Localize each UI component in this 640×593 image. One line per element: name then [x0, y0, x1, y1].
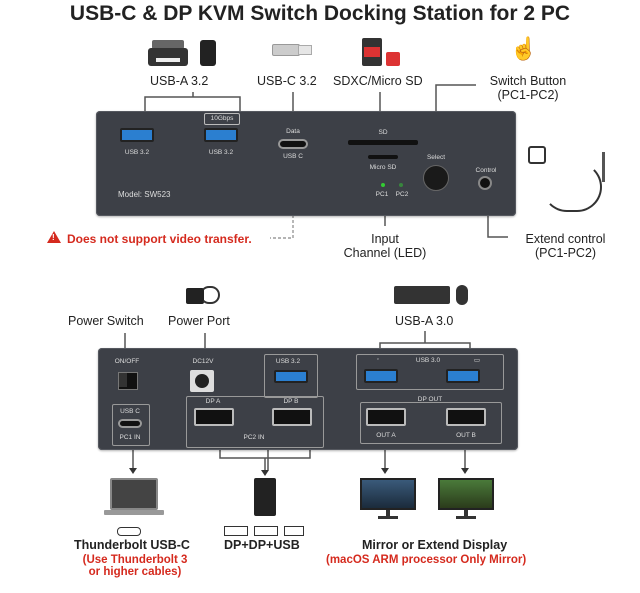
micro-sd-slot[interactable]	[368, 155, 398, 159]
select-label: Select	[426, 154, 446, 161]
warning-icon	[47, 231, 61, 243]
printer-icon	[148, 40, 188, 68]
monitor-right-icon	[438, 478, 494, 520]
label-input-channel: Input Channel (LED)	[343, 232, 427, 260]
usb-stick-icon	[272, 42, 312, 56]
front-usb32-label-1: USB 3.2	[124, 149, 150, 156]
front-usb-c-port[interactable]	[278, 139, 308, 149]
front-panel: 10Gbps USB 3.2 USB 3.2 Data USB C SD Mic…	[96, 111, 516, 216]
pc1-in-box	[112, 404, 150, 446]
dp-out-a-port[interactable]	[366, 408, 406, 426]
label-extend-control: Extend control (PC1-PC2)	[525, 232, 606, 260]
control-label: Control	[475, 167, 497, 174]
pc2-in-box	[186, 396, 324, 448]
micro-sd-icon	[386, 52, 400, 66]
sd-card-icon	[362, 38, 382, 66]
select-button[interactable]	[423, 165, 449, 191]
power-adapter-icon	[186, 284, 222, 308]
label-power-switch: Power Switch	[68, 314, 144, 328]
label-switch-button: Switch Button (PC1-PC2)	[489, 74, 567, 102]
label-usb-c-3-2: USB-C 3.2	[257, 74, 317, 88]
out-b-label: OUT B	[456, 432, 476, 439]
mouse-icon	[456, 285, 468, 305]
tb-note: (Use Thunderbolt 3 or higher cables)	[82, 554, 188, 578]
usb30-tag: USB 3.0	[415, 357, 441, 364]
speed-badge: 10Gbps	[204, 113, 240, 125]
model-label: Model: SW523	[118, 190, 171, 199]
back-usb-a-3-0-port-1[interactable]	[364, 369, 398, 383]
control-cable-icon	[524, 146, 620, 226]
front-sd-label: SD	[378, 129, 388, 136]
label-usb-a-3-0: USB-A 3.0	[395, 314, 454, 328]
back-panel: ON/OFF DC12V USB C PC1 IN USB 3.2 DP A D…	[98, 348, 518, 450]
power-switch[interactable]	[118, 372, 138, 390]
dpa-label: DP A	[205, 398, 221, 405]
dpb-label: DP B	[283, 398, 299, 405]
page-title: USB-C & DP KVM Switch Docking Station fo…	[69, 2, 571, 25]
led-pc1	[381, 183, 385, 187]
warning-text: Does not support video transfer.	[67, 232, 252, 246]
dp-dp-usb-glyph-icon	[224, 526, 308, 536]
front-data-label: Data	[286, 128, 300, 135]
led-pc2	[399, 183, 403, 187]
front-usb-a-port-1[interactable]	[120, 128, 154, 142]
laptop-icon	[104, 478, 164, 518]
keyboard-icon	[394, 286, 450, 304]
usbc-tag: USB C	[120, 408, 140, 415]
mouse-small-icon: ◦	[376, 356, 380, 363]
hand-pointer-icon: ☝	[510, 36, 538, 61]
dp-out-label: DP OUT	[417, 396, 443, 403]
back-usb-a-3-2-port[interactable]	[274, 370, 308, 383]
led-pc2-label: PC2	[395, 191, 409, 198]
dp-out-b-port[interactable]	[446, 408, 486, 426]
pc-tower-icon	[254, 478, 276, 516]
tb-title: Thunderbolt USB-C	[74, 538, 190, 552]
dp-a-port[interactable]	[194, 408, 234, 426]
control-jack[interactable]	[478, 176, 492, 190]
usb32-tag: USB 3.2	[275, 358, 301, 365]
monitor-left-icon	[360, 478, 416, 520]
back-usb-a-3-0-port-2[interactable]	[446, 369, 480, 383]
label-sd: SDXC/Micro SD	[333, 74, 423, 88]
mirror-note: (macOS ARM processor Only Mirror)	[326, 554, 527, 566]
dp-dp-usb-title: DP+DP+USB	[224, 538, 300, 552]
dp-b-port[interactable]	[272, 408, 312, 426]
label-usb-a-3-2: USB-A 3.2	[150, 74, 209, 88]
front-usb32-label-2: USB 3.2	[208, 149, 234, 156]
usb-c-glyph-icon	[117, 527, 141, 536]
pc1-in-label: PC1 IN	[119, 434, 141, 441]
dc12v-label: DC12V	[192, 358, 214, 365]
back-usb-c-port[interactable]	[118, 419, 142, 428]
sd-slot[interactable]	[348, 140, 418, 145]
led-pc1-label: PC1	[375, 191, 389, 198]
keyboard-small-icon: ▭	[473, 357, 481, 364]
label-power-port: Power Port	[168, 314, 230, 328]
out-a-label: OUT A	[376, 432, 396, 439]
onoff-label: ON/OFF	[114, 358, 140, 365]
power-port[interactable]	[190, 370, 214, 392]
mirror-title: Mirror or Extend Display	[362, 538, 508, 552]
front-microsd-label: Micro SD	[369, 164, 397, 171]
hard-drive-icon	[200, 40, 216, 66]
pc2-in-label: PC2 IN	[243, 434, 265, 441]
front-usb-a-port-2[interactable]	[204, 128, 238, 142]
front-usbc-label: USB C	[283, 153, 303, 160]
